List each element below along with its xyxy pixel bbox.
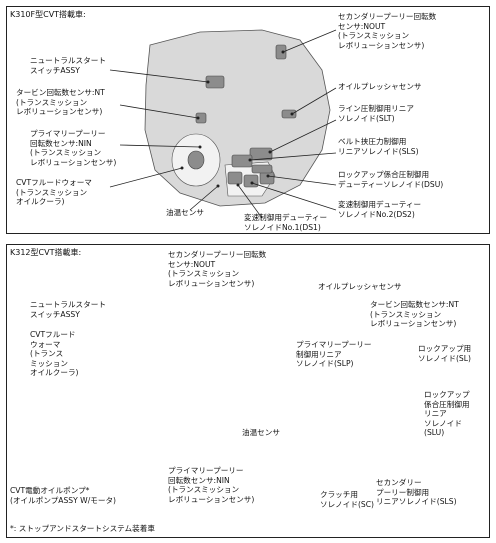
sls-solenoid-label-2: セカンダリー プーリー制御用 リニアソレノイド(SLS)	[376, 478, 457, 507]
secondary-pulley-speed-sensor-label: セカンダリープーリー回転数 センサ:NOUT (トランスミッション レボリューシ…	[338, 12, 437, 50]
secondary-pulley-speed-sensor-label-2: セカンダリープーリー回転数 センサ:NOUT (トランスミッション レボリューシ…	[168, 250, 267, 288]
sc-solenoid-label: クラッチ用 ソレノイド(SC)	[320, 490, 375, 509]
k310f-transmission-illustration	[144, 29, 331, 207]
turbine-speed-sensor-label: タービン回転数センサ:NT (トランスミッション レボリューションセンサ)	[16, 88, 105, 117]
dsu-solenoid-label: ロックアップ係合圧制御用 デューティーソレノイド(DSU)	[338, 170, 444, 189]
slu-solenoid-label: ロックアップ 係合圧制御用 リニア ソレノイド (SLU)	[424, 390, 470, 438]
ds2-solenoid-label: 変速制御用デューティー ソレノイドNo.2(DS2)	[338, 200, 422, 219]
cvt-fluid-warmer-label: CVTフルードウォーマ (トランスミッション オイルクーラ)	[16, 178, 92, 207]
k310f-leader-lines	[109, 29, 337, 219]
oil-pressure-sensor-label: オイルプレッシャセンサ	[338, 82, 422, 91]
oil-temp-sensor-label: 油温センサ	[166, 208, 204, 217]
k310f-title: K310F型CVT搭載車:	[10, 10, 86, 19]
oil-pressure-sensor-label-2: オイルプレッシャセンサ	[318, 282, 402, 291]
k312-title: K312型CVT搭載車:	[10, 248, 82, 257]
ds1-solenoid-label: 変速制御用デューティー ソレノイドNo.1(DS1)	[244, 213, 328, 232]
slp-solenoid-label: プライマリープーリー 制御用リニア ソレノイド(SLP)	[296, 340, 372, 369]
slt-solenoid-label: ライン圧制御用リニア ソレノイド(SLT)	[338, 104, 414, 123]
sl-solenoid-label: ロックアップ用 ソレノイド(SL)	[418, 344, 472, 363]
primary-pulley-speed-sensor-label: プライマリープーリー 回転数センサ:NIN (トランスミッション レボリューショ…	[30, 129, 117, 167]
neutral-start-switch-label-2: ニュートラルスタート スイッチASSY	[30, 300, 106, 319]
cvt-electric-oil-pump-label: CVT電動オイルポンプ* (オイルポンプASSY W/モータ)	[10, 486, 116, 505]
oil-temp-sensor-label-2: 油温センサ	[242, 428, 280, 437]
footnote: *: ストップアンドスタートシステム装着車	[10, 524, 155, 533]
sls-solenoid-label: ベルト挟圧力制御用 リニアソレノイド(SLS)	[338, 137, 419, 156]
neutral-start-switch-label: ニュートラルスタート スイッチASSY	[30, 56, 106, 75]
k312-panel	[6, 244, 490, 538]
primary-pulley-speed-sensor-label-2: プライマリープーリー 回転数センサ:NIN (トランスミッション レボリューショ…	[168, 466, 255, 504]
cvt-fluid-warmer-label-2: CVTフルード ウォーマ (トランス ミッション オイルクーラ)	[30, 330, 79, 378]
turbine-speed-sensor-label-2: タービン回転数センサ:NT (トランスミッション レボリューションセンサ)	[370, 300, 459, 329]
